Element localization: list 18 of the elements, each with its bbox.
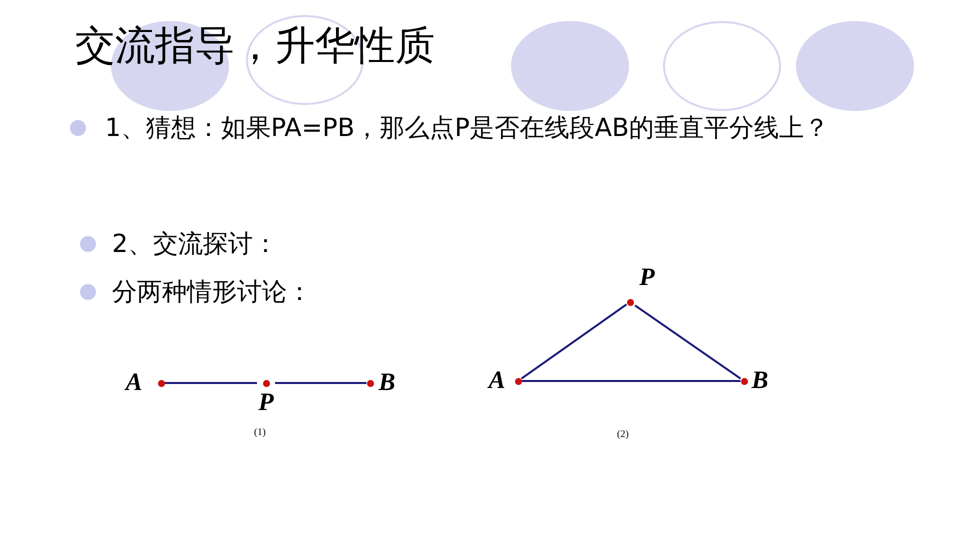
bullet-text: 2、交流探讨： [112, 228, 278, 260]
figure-caption: (2) [617, 429, 629, 440]
slide-title: 交流指导，升华性质 [75, 22, 435, 71]
point-label: A [488, 369, 506, 393]
figure-caption: (1) [254, 427, 266, 438]
point-label: P [257, 391, 275, 415]
line-segment [275, 382, 366, 384]
line-segment [520, 304, 628, 380]
line-segment [634, 304, 742, 380]
point-label: B [378, 371, 396, 395]
point-label: B [751, 369, 769, 393]
bullet-text: 分两种情形讨论： [112, 276, 312, 308]
labelled-point [626, 266, 656, 306]
bullet-text: 1、猜想：如果PA=PB，那么点P是否在线段AB的垂直平分线上？ [105, 112, 830, 144]
point-label: A [125, 371, 143, 395]
line-segment [522, 380, 740, 382]
point-label: P [638, 266, 656, 290]
line-segment [164, 382, 257, 384]
